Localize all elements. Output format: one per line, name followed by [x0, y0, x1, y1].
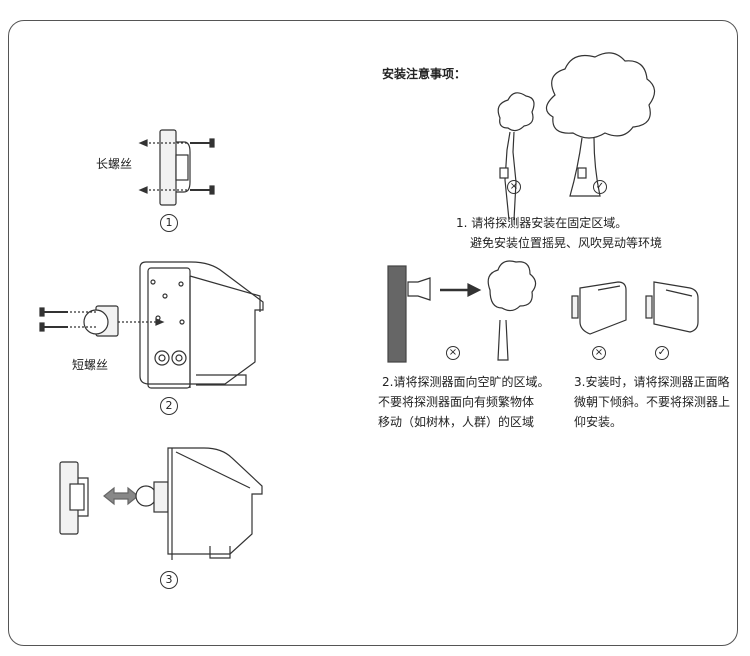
step3-assembly [59, 447, 263, 560]
note2-line1: 2.请将探测器面向空旷的区域。 [382, 375, 550, 389]
wrong-mark-icon: × [592, 346, 606, 360]
note1-line2: 避免安装位置摇晃、风吹晃动等环境 [470, 236, 663, 250]
step3-number: 3 [160, 571, 178, 589]
step1-number: 1 [160, 214, 178, 232]
note3-line3: 仰安装。 [574, 415, 623, 429]
step1-bracket-long-screws [138, 129, 215, 206]
note2-line3: 移动（如树林，人群）的区域 [378, 415, 535, 429]
note3-line2: 微朝下倾斜。不要将探测器上 [574, 395, 731, 409]
note2-line2: 不要将探测器面向有频繁物体 [378, 395, 535, 409]
note2-pole-illustration [387, 260, 537, 363]
note1-tree-illustration [497, 52, 656, 221]
step2-number: 2 [160, 397, 178, 415]
wrong-mark-icon: × [446, 346, 460, 360]
right-mark-icon: ✓ [655, 346, 669, 360]
right-mark-icon: ✓ [593, 180, 607, 194]
long-screw-label: 长螺丝 [96, 157, 133, 171]
notes-title: 安装注意事项： [382, 67, 467, 81]
content-frame [8, 20, 738, 646]
note1-line1: 1. 请将探测器安装在固定区域。 [456, 216, 628, 230]
note3-line1: 3.安装时，请将探测器正面略 [574, 375, 730, 389]
step2-detector-back [39, 261, 264, 389]
wrong-mark-icon: × [507, 180, 521, 194]
note3-tilt-illustration [571, 281, 699, 335]
short-screw-label: 短螺丝 [72, 358, 109, 372]
